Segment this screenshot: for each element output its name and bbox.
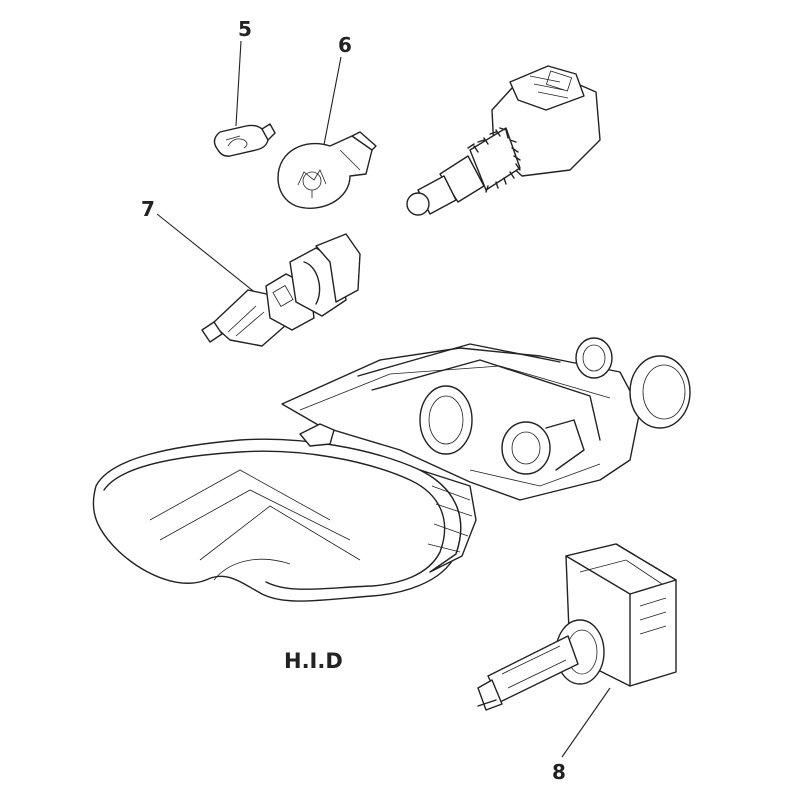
callout-6-label: 6: [338, 33, 352, 57]
callout-5-label: 5: [238, 17, 252, 41]
leader-5: [235, 40, 242, 127]
hid-caption: H.I.D: [284, 649, 343, 673]
hid-xenon-bulb: [477, 543, 677, 711]
headlamp-assembly: [92, 337, 691, 602]
leader-7: [156, 213, 263, 299]
callout-8-label: 8: [552, 760, 566, 784]
capless-wedge-bulb: [213, 123, 276, 157]
callout-7-label: 7: [141, 197, 155, 221]
leader-6: [321, 56, 342, 156]
halogen-bulb: [201, 233, 361, 347]
leader-lines: [156, 40, 611, 758]
bayonet-bulb: [277, 131, 377, 209]
leader-8: [561, 687, 611, 758]
bulb-holder-with-connector: [406, 65, 601, 216]
